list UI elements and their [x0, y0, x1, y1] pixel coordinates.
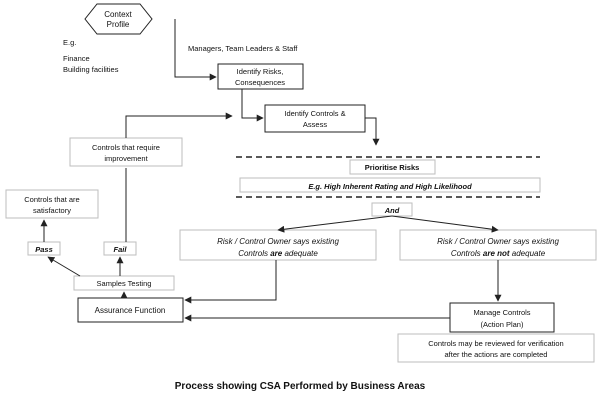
controls-satisfactory-node: Controls that are satisfactory [5, 189, 99, 219]
prioritise-risks-node: Prioritise Risks [349, 159, 436, 175]
controls-improvement-line2: improvement [104, 154, 148, 163]
examples-eg: E.g. [63, 38, 76, 47]
controls-improvement-node: Controls that require improvement [69, 137, 183, 167]
connectors [40, 19, 502, 322]
identify-risks-line2: Consequences [235, 78, 285, 87]
identify-controls-node: Identify Controls & Assess [264, 104, 366, 133]
controls-adequate-node: Risk / Control Owner says existing Contr… [179, 229, 377, 261]
samples-testing-label: Samples Testing [97, 279, 152, 288]
manage-controls-line1: Manage Controls [473, 308, 530, 317]
identify-controls-line2: Assess [303, 120, 327, 129]
identify-risks-node: Identify Risks, Consequences [217, 63, 304, 90]
verification-note-line1: Controls may be reviewed for verificatio… [428, 339, 563, 348]
and-node: And [371, 202, 413, 217]
adequate-line1: Risk / Control Owner says existing [217, 237, 339, 246]
manage-controls-node: Manage Controls (Action Plan) [449, 302, 555, 333]
controls-satisfactory-line1: Controls that are [24, 195, 79, 204]
context-line1: Context [104, 10, 132, 19]
arrow-risks-to-controls [241, 89, 264, 122]
arrow-controls-to-prioritise [365, 117, 380, 146]
fail-label: Fail [114, 245, 128, 254]
arrow-and-to-adequate [277, 215, 393, 233]
examples-text: E.g. Finance Building facilities [63, 38, 119, 74]
arrow-samples-to-pass [47, 256, 81, 277]
not-adequate-line1: Risk / Control Owner says existing [437, 237, 559, 246]
assurance-function-node: Assurance Function [77, 297, 184, 323]
fail-node: Fail [103, 241, 137, 256]
prioritise-example-label: E.g. High Inherent Rating and High Likel… [308, 182, 472, 191]
controls-satisfactory-line2: satisfactory [33, 206, 71, 215]
examples-finance: Finance [63, 54, 90, 63]
diagram-caption: Process showing CSA Performed by Busines… [175, 381, 426, 392]
identify-controls-line1: Identify Controls & [284, 109, 345, 118]
and-label: And [384, 206, 400, 215]
pass-node: Pass [27, 241, 61, 256]
samples-testing-node: Samples Testing [73, 275, 175, 291]
identify-risks-line1: Identify Risks, [237, 67, 284, 76]
pass-label: Pass [35, 245, 53, 254]
assurance-function-label: Assurance Function [95, 306, 166, 315]
controls-not-adequate-node: Risk / Control Owner says existing Contr… [399, 229, 597, 261]
arrow-improvement-to-controls [125, 112, 233, 138]
arrow-adequate-to-assurance [184, 260, 277, 304]
verification-note-node: Controls may be reviewed for verificatio… [397, 333, 595, 363]
not-adequate-line2: Controls are not adequate [451, 249, 546, 258]
controls-improvement-line1: Controls that require [92, 143, 160, 152]
adequate-line2: Controls are adequate [238, 249, 318, 258]
context-line2: Profile [107, 20, 130, 29]
arrow-context-to-risks [174, 19, 217, 81]
prioritise-risks-label: Prioritise Risks [365, 163, 420, 172]
prioritise-example-node: E.g. High Inherent Rating and High Likel… [239, 177, 541, 193]
verification-note-line2: after the actions are completed [445, 350, 548, 359]
audience-label: Managers, Team Leaders & Staff [188, 44, 298, 53]
examples-building: Building facilities [63, 65, 119, 74]
context-profile-node: Context Profile [84, 3, 153, 35]
arrow-and-to-not-adequate [391, 215, 499, 233]
manage-controls-line2: (Action Plan) [481, 320, 524, 329]
